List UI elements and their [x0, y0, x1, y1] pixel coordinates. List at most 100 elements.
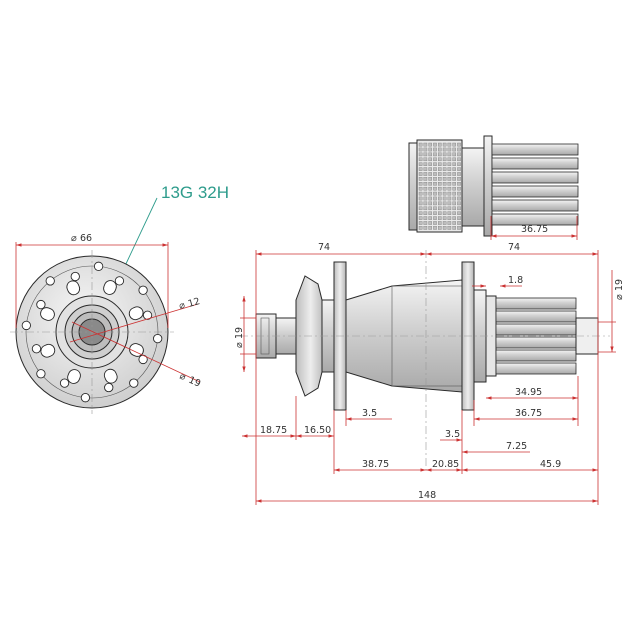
knurl-cell	[452, 196, 456, 201]
diameter-symbol: ⌀	[71, 233, 77, 244]
knurl-cell	[452, 142, 456, 147]
knurl-cell	[418, 157, 423, 162]
diameter-symbol: ⌀	[178, 300, 187, 312]
knurl-cell	[447, 147, 452, 152]
diameter-symbol: ⌀	[614, 294, 625, 300]
knurl-cell	[418, 211, 423, 215]
side-freehub-spline	[495, 323, 577, 336]
knurl-cell	[442, 172, 447, 176]
knurl-cell	[438, 206, 442, 211]
knurl-cell	[438, 152, 442, 157]
knurl-cell	[438, 221, 442, 225]
diameter-symbol: ⌀	[234, 342, 245, 348]
knurl-cell	[428, 177, 432, 181]
knurl-cell	[428, 167, 432, 171]
knurl-cell	[418, 177, 423, 181]
knurl-cell	[428, 221, 432, 225]
knurl-cell	[418, 152, 423, 157]
knurl-cell	[428, 191, 432, 196]
knurl-cell	[428, 196, 432, 201]
knurl-cell	[438, 157, 442, 162]
knurl-cell	[447, 142, 452, 147]
knurl-cell	[438, 226, 442, 230]
knurl-cell	[423, 182, 428, 186]
spoke-hole	[45, 276, 55, 286]
flange-pocket	[66, 280, 81, 296]
spoke-hole	[104, 382, 114, 393]
side-freehub-spline	[495, 362, 577, 375]
flange-pocket-group	[40, 280, 144, 384]
knurl-cell	[442, 186, 447, 191]
knurl-cell	[438, 177, 442, 181]
knurl-cell	[447, 226, 452, 230]
knurl-cell	[438, 216, 442, 220]
dim-66-label: ⌀ 66	[71, 233, 92, 244]
flange-pocket-cutout	[103, 280, 117, 295]
knurl-cell	[423, 216, 428, 220]
flange-pocket-cutout	[66, 280, 81, 296]
dim-right-half-value: 74	[508, 242, 520, 253]
knurl-cell	[442, 177, 447, 181]
freehub-spline	[491, 185, 579, 198]
freehub-pawl-section	[461, 147, 485, 227]
dim-45-9-value: 45.9	[540, 459, 561, 470]
knurl-cell	[447, 206, 452, 211]
knurl-cell	[457, 177, 461, 181]
knurl-cell	[447, 152, 452, 157]
dim-right-dia-label: ⌀ 19	[614, 279, 625, 300]
knurl-cell	[442, 191, 447, 196]
knurl-cell	[418, 196, 423, 201]
knurl-cell	[452, 152, 456, 157]
knurl-cell	[418, 172, 423, 176]
knurl-cell	[438, 182, 442, 186]
knurl-cell	[433, 172, 437, 176]
knurl-cell	[457, 147, 461, 152]
flange-pocket	[103, 280, 117, 295]
knurl-cell	[447, 201, 452, 206]
knurl-cell	[433, 147, 437, 152]
knurl-cell	[442, 142, 447, 147]
dim-19-leader	[71, 321, 201, 383]
knurl-cell	[438, 201, 442, 206]
knurl-cell	[457, 162, 461, 166]
knurl-cell	[433, 216, 437, 220]
freehub-spline	[491, 213, 579, 226]
knurl-cell	[423, 196, 428, 201]
dim-12-value: 12	[187, 296, 202, 310]
flange-pocket	[67, 369, 81, 384]
dim-12-leader	[69, 303, 199, 343]
knurl-cell	[428, 182, 432, 186]
knurl-cell	[428, 172, 432, 176]
freehub-knurl-pattern	[418, 142, 461, 230]
dim-18-75-value: 18.75	[260, 425, 287, 436]
spec-callout: 13G 32H	[123, 183, 229, 269]
knurl-cell	[447, 186, 452, 191]
knurl-cell	[423, 186, 428, 191]
knurl-cell	[447, 167, 452, 171]
knurl-cell	[452, 162, 456, 166]
knurl-cell	[447, 196, 452, 201]
flange-pocket	[40, 343, 56, 358]
spoke-hole-group	[21, 261, 163, 403]
dim-34-95-value: 34.95	[515, 387, 542, 398]
knurl-cell	[423, 221, 428, 225]
side-freehub-splines	[495, 297, 577, 375]
spoke-hole	[153, 333, 163, 344]
knurl-cell	[428, 147, 432, 152]
knurl-cell	[452, 167, 456, 171]
knurl-cell	[438, 172, 442, 176]
spoke-hole	[70, 271, 80, 282]
knurl-cell	[433, 162, 437, 166]
knurl-cell	[457, 226, 461, 230]
knurl-cell	[438, 167, 442, 171]
spoke-hole	[93, 261, 104, 271]
knurl-cell	[447, 216, 452, 220]
knurl-cell	[438, 147, 442, 152]
flange-pocket-cutout	[103, 368, 118, 384]
knurl-cell	[428, 186, 432, 191]
spoke-hole	[59, 378, 70, 388]
flange-pocket-cutout	[40, 343, 56, 358]
knurl-cell	[457, 216, 461, 220]
diameter-symbol: ⌀	[178, 371, 188, 383]
